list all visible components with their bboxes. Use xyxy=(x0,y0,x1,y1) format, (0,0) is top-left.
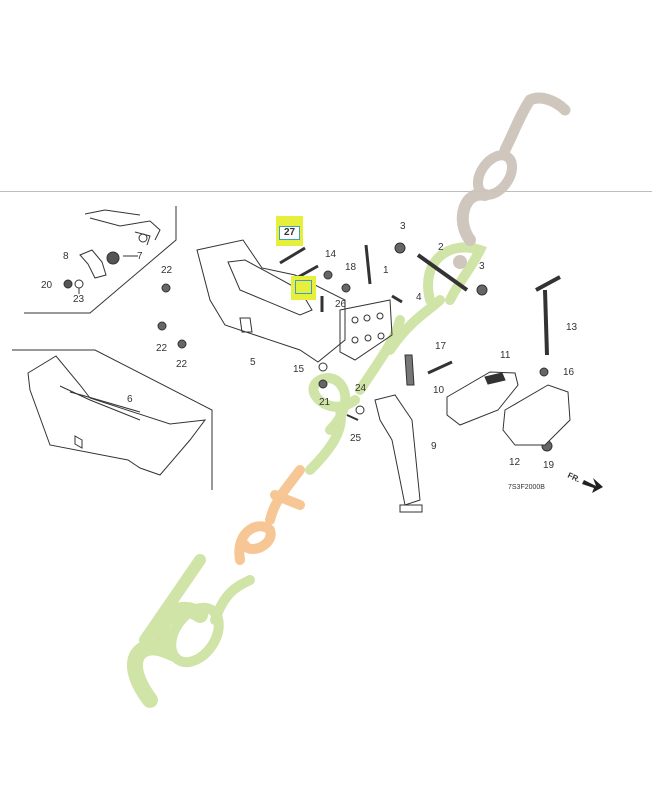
svg-text:11: 11 xyxy=(500,350,511,361)
svg-text:3: 3 xyxy=(479,261,485,272)
svg-text:3: 3 xyxy=(400,221,406,232)
hardware-parts xyxy=(157,242,561,452)
svg-text:16: 16 xyxy=(563,367,575,378)
callout-27-label: 27 xyxy=(279,226,300,240)
front-arrow-icon xyxy=(582,478,603,493)
top-divider-line xyxy=(0,191,652,192)
svg-text:18: 18 xyxy=(345,262,357,273)
svg-text:2: 2 xyxy=(438,242,444,253)
svg-text:6: 6 xyxy=(127,394,133,405)
part-9-side-stand xyxy=(374,394,423,513)
svg-text:26: 26 xyxy=(335,299,347,310)
svg-text:22: 22 xyxy=(161,265,173,276)
svg-text:22: 22 xyxy=(176,359,188,370)
svg-text:25: 25 xyxy=(350,433,362,444)
svg-text:19: 19 xyxy=(543,460,555,471)
inset-top-left xyxy=(24,206,177,314)
svg-text:FR.: FR. xyxy=(566,471,581,485)
highlight-callout-blank[interactable] xyxy=(291,276,316,300)
svg-text:23: 23 xyxy=(73,294,85,305)
svg-text:9: 9 xyxy=(431,441,437,452)
svg-text:10: 10 xyxy=(433,385,445,396)
svg-text:13: 13 xyxy=(566,322,578,333)
svg-text:4: 4 xyxy=(416,292,422,303)
svg-text:17: 17 xyxy=(435,341,447,352)
inset-part-6 xyxy=(12,349,213,490)
svg-text:14: 14 xyxy=(325,249,337,260)
part-5-frame xyxy=(196,239,393,363)
svg-text:20: 20 xyxy=(41,280,53,291)
callout-blank-label xyxy=(295,280,312,294)
parts-11-12-steps xyxy=(446,371,571,446)
watermark xyxy=(126,92,571,708)
svg-text:24: 24 xyxy=(355,383,367,394)
svg-text:7: 7 xyxy=(137,251,143,262)
svg-text:8: 8 xyxy=(63,251,69,262)
part-callout-labels: 1 2 3 3 4 5 6 7 8 9 10 11 12 13 14 15 16… xyxy=(41,221,582,491)
svg-text:15: 15 xyxy=(293,364,305,375)
svg-text:7S3F2000B: 7S3F2000B xyxy=(508,484,545,491)
svg-text:22: 22 xyxy=(156,343,168,354)
svg-text:1: 1 xyxy=(383,265,389,276)
highlight-callout-27[interactable]: 27 xyxy=(276,216,303,246)
svg-text:21: 21 xyxy=(319,397,331,408)
svg-text:5: 5 xyxy=(250,357,256,368)
svg-text:12: 12 xyxy=(509,457,521,468)
